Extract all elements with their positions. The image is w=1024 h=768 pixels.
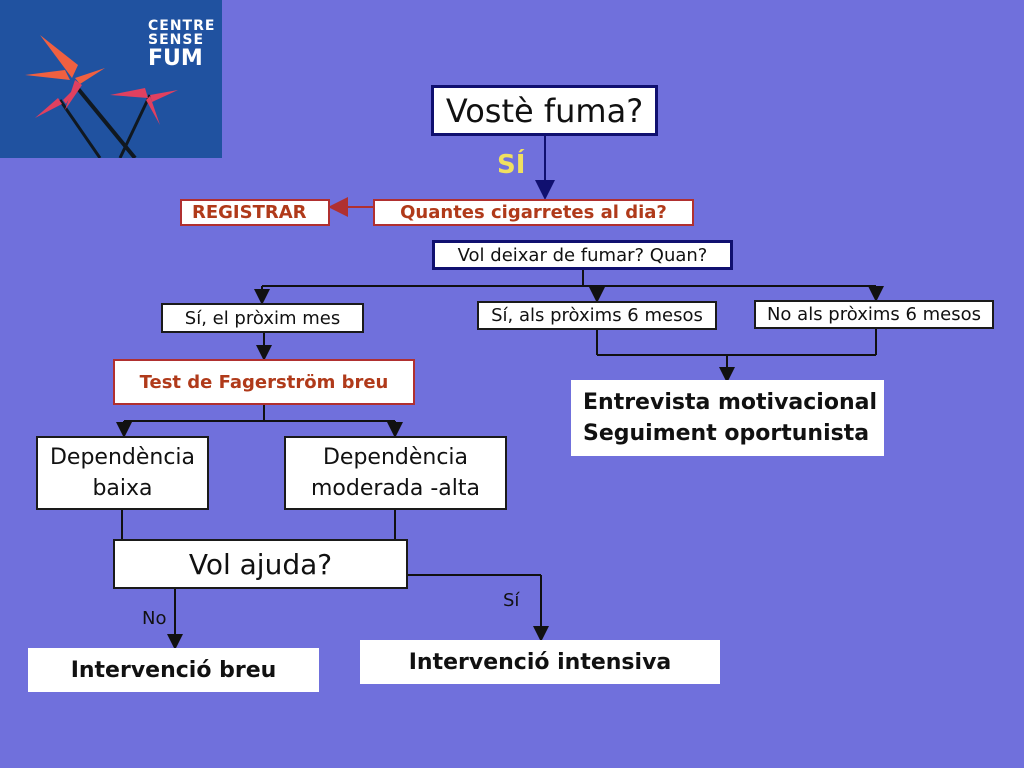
- dependence-low-box: Dependència baixa: [36, 436, 209, 510]
- dependence-high-line-2: moderada -alta: [311, 476, 480, 501]
- want-help-box: Vol ajuda?: [113, 539, 408, 589]
- intensive-intervention-box: Intervenció intensiva: [360, 640, 720, 684]
- flower-illustration: [25, 35, 178, 158]
- yes-main-label: SÍ: [497, 150, 526, 180]
- cigarettes-question-box: Quantes cigarretes al dia?: [373, 199, 694, 226]
- main-question-box: Vostè fuma?: [431, 85, 658, 136]
- option-not-six-months-box: No als pròxims 6 mesos: [754, 300, 994, 329]
- logo-line-2: SENSE: [148, 32, 205, 48]
- motivational-interview-box: Entrevista motivacional Seguiment oportu…: [571, 380, 884, 456]
- dependence-high-box: Dependència moderada -alta: [284, 436, 507, 510]
- option-next-month-box: Sí, el pròxim mes: [161, 303, 364, 333]
- yes-branch-label: Sí: [503, 590, 520, 611]
- dependence-high-line-1: Dependència: [322, 445, 469, 470]
- no-branch-label: No: [142, 608, 167, 629]
- logo-line-1: CENTRE: [148, 18, 216, 34]
- quit-question-box: Vol deixar de fumar? Quan?: [432, 240, 733, 270]
- registrar-box: REGISTRAR: [180, 199, 330, 226]
- centre-sense-fum-logo: CENTRE SENSE FUM: [0, 0, 222, 158]
- motivational-line-1: Entrevista motivacional: [583, 390, 878, 415]
- logo-line-3: FUM: [148, 46, 203, 71]
- motivational-line-2: Seguiment oportunista: [583, 421, 870, 446]
- fagerstrom-test-box: Test de Fagerström breu: [113, 359, 415, 405]
- dependence-low-line-2: baixa: [92, 476, 153, 501]
- dependence-low-line-1: Dependència: [49, 445, 196, 470]
- option-six-months-box: Sí, als pròxims 6 mesos: [477, 301, 717, 330]
- brief-intervention-box: Intervenció breu: [28, 648, 319, 692]
